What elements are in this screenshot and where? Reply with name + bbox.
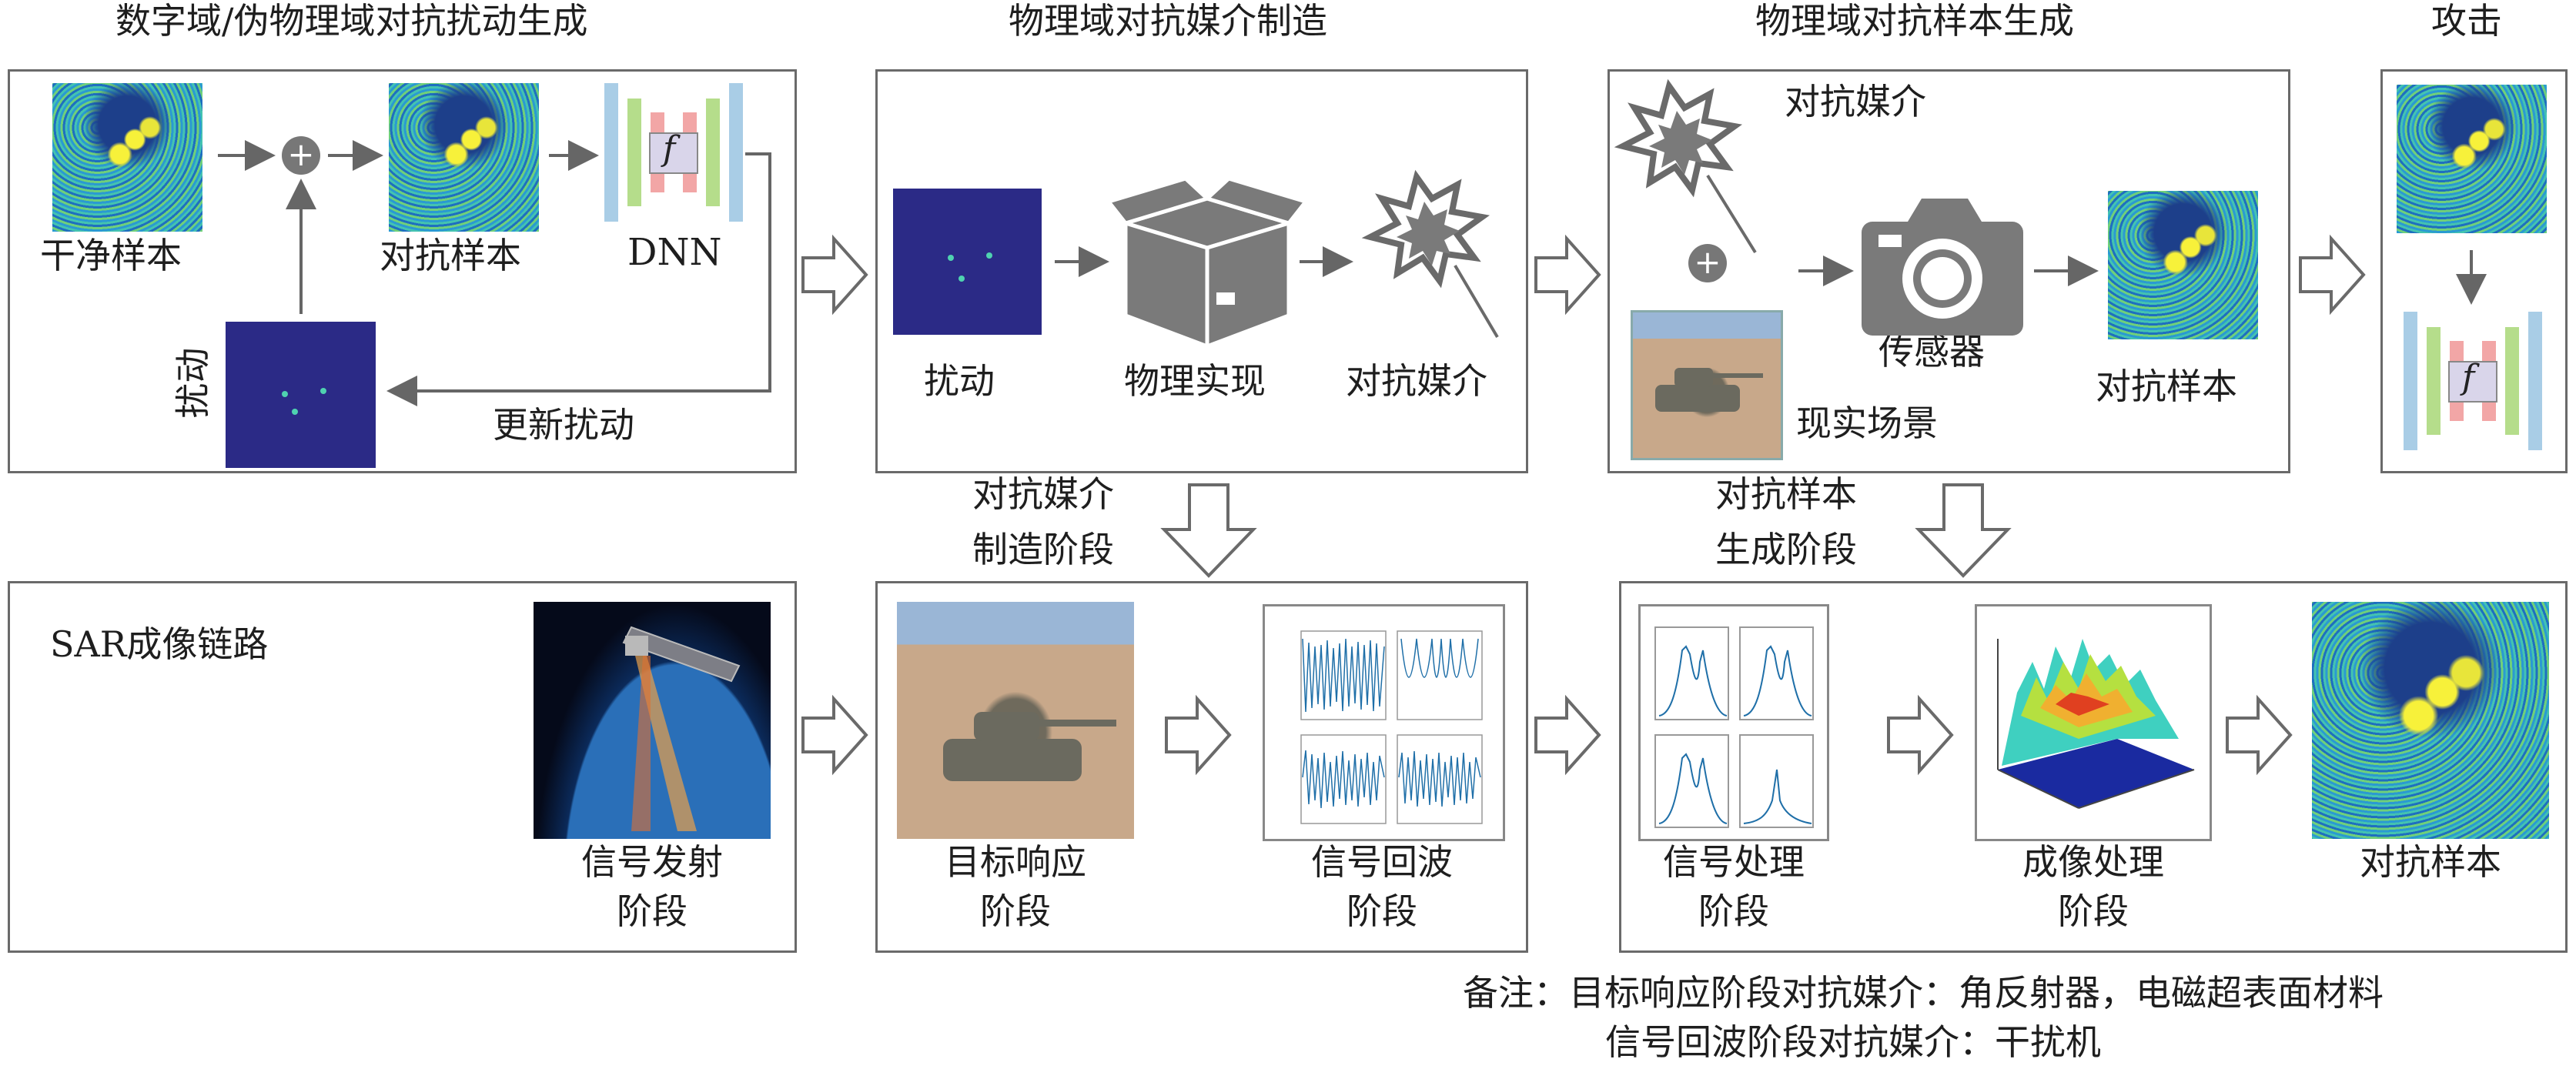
target-stage-line1: 目标响应 bbox=[945, 841, 1086, 883]
sar-chain-title: SAR成像链路 bbox=[50, 623, 269, 665]
tx-stage-line2: 阶段 bbox=[617, 890, 687, 932]
proc-stage-line2: 阶段 bbox=[1698, 890, 1769, 932]
img-stage-line1: 成像处理 bbox=[2022, 841, 2164, 883]
tx-stage-line1: 信号发射 bbox=[581, 841, 723, 883]
section-attack-title: 攻击 bbox=[2431, 0, 2502, 42]
fabricate-physical-label: 物理实现 bbox=[1124, 360, 1266, 402]
stage-fabricate-line1: 对抗媒介 bbox=[972, 473, 1114, 515]
fabricate-perturb-label: 扰动 bbox=[924, 360, 995, 402]
hollow-arrow-2 bbox=[1534, 234, 1601, 316]
fabricate-medium-label: 对抗媒介 bbox=[1346, 360, 1487, 402]
stage-generate-line1: 对抗样本 bbox=[1715, 473, 1857, 515]
stage-generate-line2: 生成阶段 bbox=[1715, 529, 1857, 570]
sensor-label: 传感器 bbox=[1878, 331, 1985, 372]
dnn-label: DNN bbox=[627, 231, 722, 274]
real-scene-image bbox=[1631, 310, 1783, 460]
clean-sample-image bbox=[52, 83, 202, 232]
processing-signal-plots bbox=[1654, 626, 1814, 828]
echo-stage-line1: 信号回波 bbox=[1311, 841, 1453, 883]
plus-icon: + bbox=[282, 136, 320, 175]
final-adv-sample-image bbox=[2312, 602, 2549, 839]
real-scene-label: 现实场景 bbox=[1796, 403, 1938, 444]
img-stage-line2: 阶段 bbox=[2058, 890, 2129, 932]
generate-adv-image bbox=[2108, 191, 2258, 339]
burst-medium-icon bbox=[1361, 169, 1499, 339]
hollow-arrow-3 bbox=[2299, 234, 2366, 316]
arrow-update-loop bbox=[386, 152, 771, 406]
final-adv-label: 对抗样本 bbox=[2360, 841, 2501, 883]
attack-adv-image bbox=[2397, 85, 2547, 233]
echo-stage-line2: 阶段 bbox=[1347, 890, 1417, 932]
dnn-f-label: f bbox=[663, 129, 676, 169]
generate-adv-label: 对抗样本 bbox=[2096, 366, 2237, 407]
attack-f-label: f bbox=[2462, 358, 2475, 397]
attack-dnn-icon: f bbox=[2404, 312, 2542, 450]
fabricate-perturbation-image bbox=[893, 189, 1042, 335]
hollow-arrows-down bbox=[1160, 483, 2012, 578]
section-fabricate-title: 物理域对抗媒介制造 bbox=[1009, 0, 1327, 42]
adv-sample-image bbox=[389, 83, 539, 232]
generate-medium-label: 对抗媒介 bbox=[1785, 81, 1926, 122]
note-line1: 备注：目标响应阶段对抗媒介：角反射器，电磁超表面材料 bbox=[1463, 972, 2384, 1014]
proc-stage-line1: 信号处理 bbox=[1663, 841, 1805, 883]
echo-signal-plots bbox=[1300, 630, 1483, 824]
dnn-network-icon: f bbox=[604, 83, 743, 222]
hollow-arrows-bottom bbox=[801, 694, 2293, 776]
perturbation-image bbox=[226, 322, 376, 468]
perturbation-dots bbox=[282, 252, 992, 415]
adv-sample-label: 对抗样本 bbox=[380, 235, 521, 276]
imaging-3d-surface bbox=[1997, 639, 2195, 809]
stage-fabricate-line2: 制造阶段 bbox=[972, 529, 1114, 570]
satellite-icon bbox=[622, 626, 741, 831]
target-stage-line2: 阶段 bbox=[980, 890, 1051, 932]
generate-burst-icon bbox=[1614, 79, 1757, 254]
hollow-arrow-1 bbox=[801, 234, 868, 316]
hollow-arrows-top bbox=[801, 234, 2366, 316]
section-generate-title: 物理域对抗样本生成 bbox=[1755, 0, 2074, 42]
camera-sensor-icon bbox=[1862, 199, 2023, 336]
tank-icons bbox=[943, 368, 1763, 781]
clean-sample-label: 干净样本 bbox=[40, 235, 182, 276]
hollow-arrow-down-1 bbox=[1160, 483, 1257, 578]
note-line2: 信号回波阶段对抗媒介：干扰机 bbox=[1605, 1021, 2101, 1063]
section-digital-title: 数字域/伪物理域对抗扰动生成 bbox=[115, 0, 588, 42]
package-box-icon bbox=[1106, 176, 1308, 349]
update-perturb-label: 更新扰动 bbox=[493, 404, 634, 446]
hollow-arrow-down-2 bbox=[1915, 483, 2012, 578]
generate-plus-icon: + bbox=[1688, 244, 1727, 282]
